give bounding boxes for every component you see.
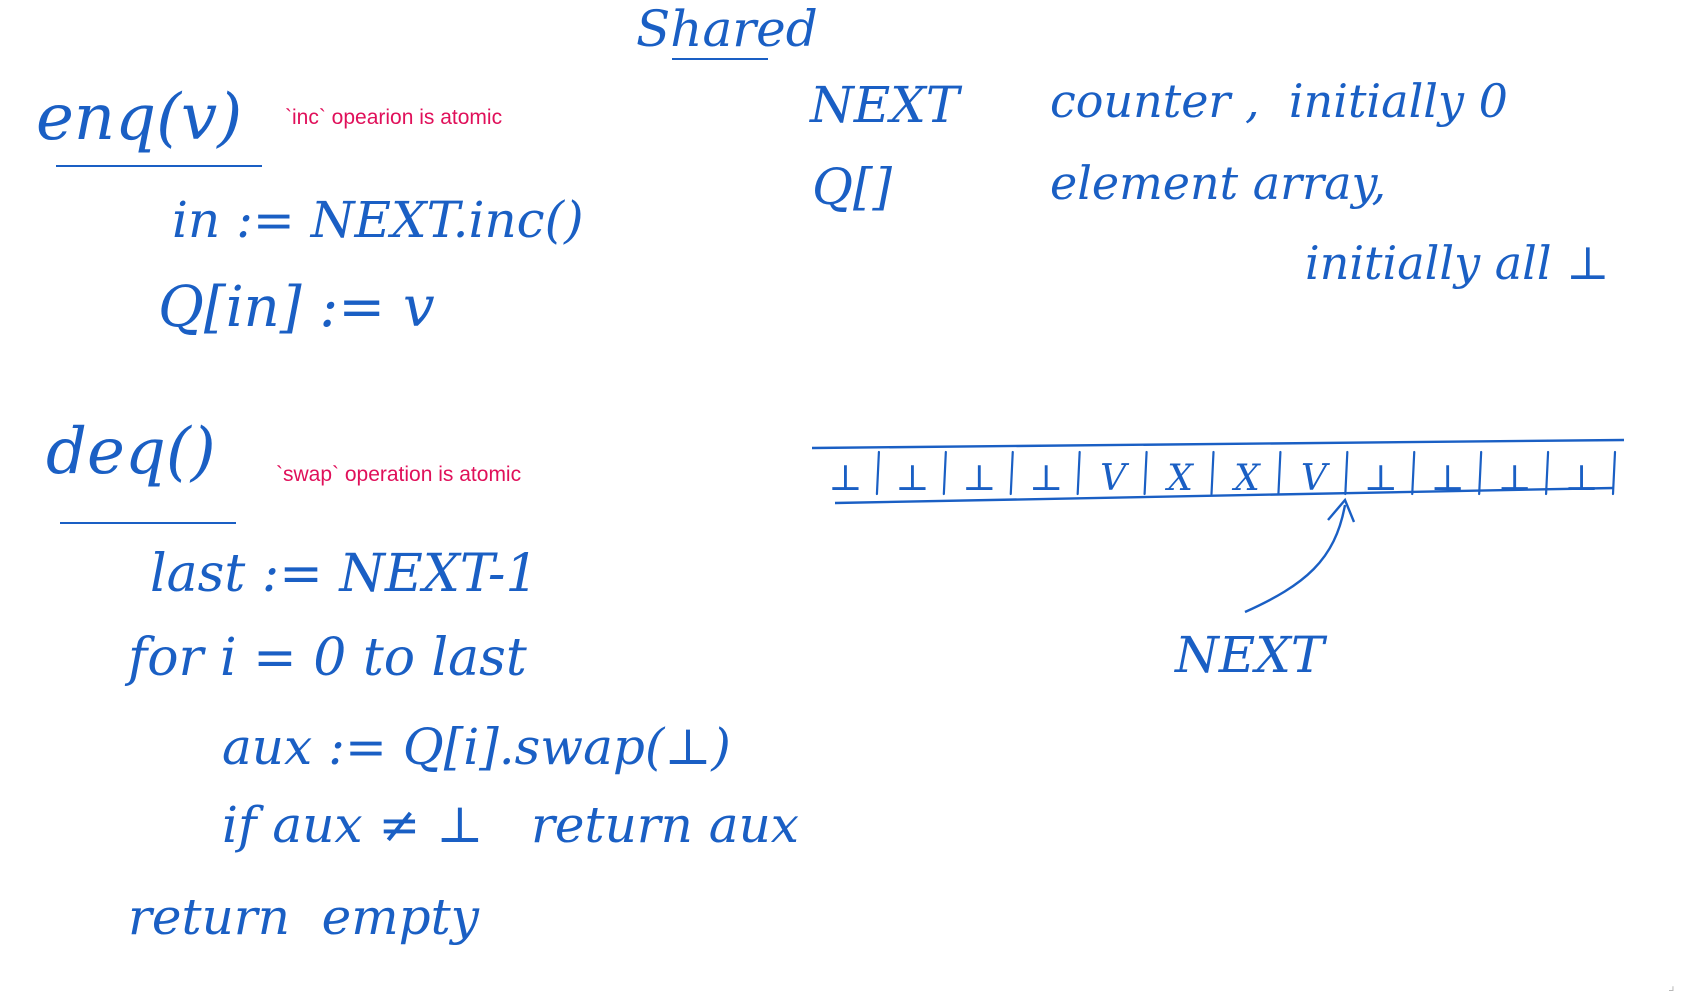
array-cell-divider xyxy=(875,450,881,496)
next-pointer-label: NEXT xyxy=(1175,626,1325,684)
enq-line-2: Q[in] := v xyxy=(158,275,435,340)
enq-atomic-note: `inc` opearion is atomic xyxy=(285,106,503,129)
array-cell-value: V xyxy=(1100,458,1130,499)
deq-signature-underline xyxy=(60,522,236,524)
shared-heading: Shared xyxy=(636,0,818,58)
deq-atomic-note: `swap` operation is atomic xyxy=(276,463,522,486)
array-cell-divider xyxy=(1344,450,1349,496)
array-cell-divider xyxy=(1478,450,1483,496)
enq-signature: enq(v) xyxy=(36,81,243,155)
array-cell-divider xyxy=(1544,450,1550,496)
q-var-name: Q[] xyxy=(812,158,893,216)
next-pointer-arrowhead xyxy=(1327,497,1356,523)
array-cell-value: X xyxy=(1164,458,1194,499)
next-var-desc: counter , initially 0 xyxy=(1050,74,1508,128)
next-var-name: NEXT xyxy=(810,76,960,134)
array-cell-value: ⊥ xyxy=(962,458,996,499)
array-cell-divider xyxy=(1277,450,1282,496)
array-cell-value: X xyxy=(1231,458,1261,499)
array-cell-divider xyxy=(1411,450,1416,496)
array-cell-divider xyxy=(1009,450,1014,496)
enq-signature-underline xyxy=(56,165,262,167)
deq-line-5: return empty xyxy=(128,888,480,946)
next-pointer-arrow xyxy=(1244,504,1347,614)
deq-signature: deq() xyxy=(46,415,216,489)
array-cell-value: ⊥ xyxy=(1498,458,1532,499)
array-cell-divider xyxy=(1210,450,1215,496)
array-cell-value: ⊥ xyxy=(829,458,863,499)
array-cell-divider xyxy=(1143,450,1148,496)
array-cell-value: ⊥ xyxy=(1029,458,1063,499)
array-cell-value: V xyxy=(1301,458,1331,499)
array-cell-value: ⊥ xyxy=(895,458,929,499)
array-bottom-line xyxy=(834,486,1615,505)
q-var-desc-cont: initially all ⊥ xyxy=(1305,236,1610,290)
resize-corner-icon: ⌟ xyxy=(1668,978,1675,994)
array-cell-value: ⊥ xyxy=(1565,458,1599,499)
enq-line-1: in := NEXT.inc() xyxy=(172,191,584,249)
deq-line-1: last := NEXT-1 xyxy=(150,544,539,604)
shared-heading-underline xyxy=(672,58,768,60)
array-top-line xyxy=(811,438,1625,450)
deq-line-2: for i = 0 to last xyxy=(128,628,527,688)
array-cell-divider xyxy=(1076,450,1081,496)
array-cell-value: ⊥ xyxy=(1431,458,1465,499)
deq-line-4: if aux ≠ ⊥ return aux xyxy=(222,796,799,854)
q-var-desc: element array, xyxy=(1050,156,1387,210)
deq-line-3: aux := Q[i].swap(⊥) xyxy=(222,718,731,776)
array-cell-divider xyxy=(942,450,947,496)
